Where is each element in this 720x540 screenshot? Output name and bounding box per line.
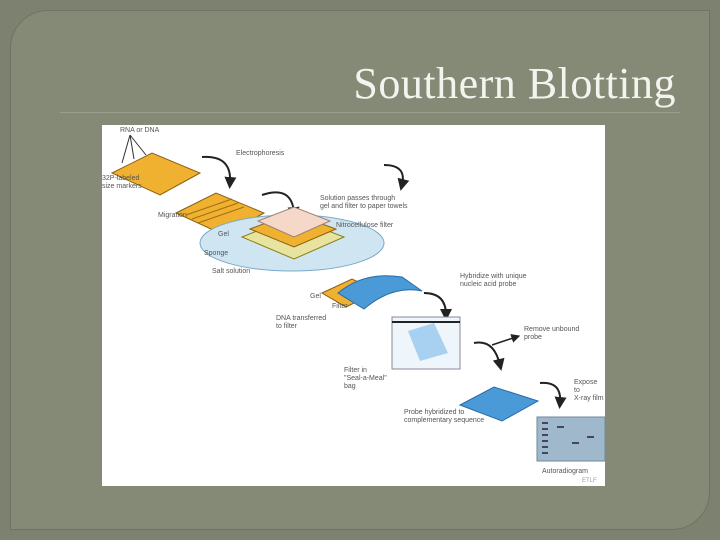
diagram-graphics [110,134,605,462]
label-hybridize: Hybridize with unique nucleic acid probe [460,273,527,288]
slide-title: Southern Blotting [353,59,676,108]
filter-sheet [337,275,423,310]
label-expose: Expose to X-ray film [574,379,604,402]
label-dna-transferred: DNA transferred to filter [276,315,327,330]
label-remove-unbound: Remove unbound probe [524,326,580,341]
label-autoradiogram: Autoradiogram [542,468,588,475]
label-sponge: Sponge [204,250,229,257]
title-divider [60,112,680,113]
label-salt-solution: Salt solution [212,268,251,275]
label-filter: Filter [332,303,348,310]
label-size-markers: 32P-labeled size markers [102,175,142,190]
label-migration: Migration [158,212,187,219]
label-rna-dna: RNA or DNA [120,127,160,134]
credit-logo: ETLF [582,478,597,484]
label-gel-2: Gel [310,293,321,300]
southern-blot-diagram: RNA or DNA 32P-labeled size markers Elec… [102,125,605,486]
label-probe-hybridized: Probe hybridized to complementary sequen… [404,409,485,424]
autoradiogram-film [536,416,605,462]
label-gel: Gel [218,231,229,238]
label-seal-a-meal: Filter in "Seal-a-Meal" bag [344,367,387,390]
gel-slab [110,152,202,196]
label-nitrocellulose: Nitrocellulose filter [336,222,394,229]
label-electrophoresis: Electrophoresis [236,150,285,157]
label-solution-passes: Solution passes through gel and filter t… [320,195,408,210]
probed-filter [458,386,540,422]
